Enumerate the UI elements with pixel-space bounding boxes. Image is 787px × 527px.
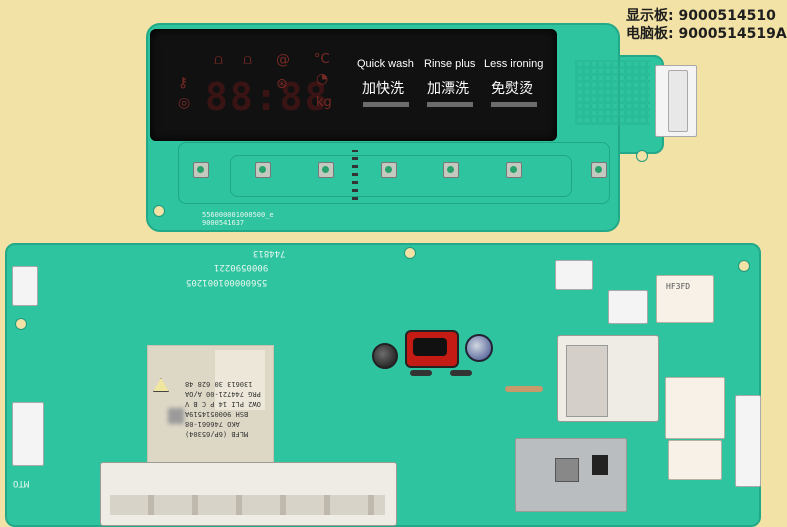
blurred-barcode: [168, 408, 184, 424]
label-white-area: [215, 350, 265, 410]
bottom-main-connector: [100, 462, 397, 526]
relay-bottom: [668, 440, 722, 480]
tact-switch: [443, 162, 459, 178]
mount-hole: [153, 205, 165, 217]
option-quick-wash-indicator: [363, 102, 409, 107]
time-icon: ◔: [316, 71, 329, 87]
tact-switch: [591, 162, 607, 178]
mount-hole: [636, 150, 648, 162]
label-line: BSH 9000514519A: [185, 410, 249, 418]
capacitor-blue: [465, 334, 493, 362]
option-less-ironing-cn: 免熨烫: [491, 81, 533, 97]
display-silk-pattern: [575, 60, 650, 125]
option-quick-wash-cn: 加快洗: [362, 81, 404, 97]
key-icon: ⚷: [178, 75, 189, 91]
display-connector-pins: [668, 70, 688, 132]
tact-switch: [193, 162, 209, 178]
display-trace: [178, 142, 610, 204]
transistor: [592, 455, 608, 475]
label-line: MLFB (6P/65304): [185, 430, 249, 438]
relay-top: [656, 275, 714, 323]
mto-label: MTO: [13, 478, 30, 488]
kg-unit: kg: [316, 95, 332, 110]
relay-text: HF3FD: [666, 282, 691, 291]
option-rinse-plus-indicator: [427, 102, 473, 107]
inductor-core: [413, 338, 447, 356]
smd-components: [352, 150, 358, 200]
mount-hole: [15, 318, 27, 330]
option-quick-wash-en: Quick wash: [357, 58, 414, 70]
tact-switch: [381, 162, 397, 178]
option-less-ironing-en: Less ironing: [484, 58, 544, 70]
celsius-unit: °C: [314, 52, 330, 67]
option-rinse-plus-en: Rinse plus: [424, 58, 476, 70]
temperature-icon: ⩍: [214, 52, 224, 68]
eco-icon: ⊛: [276, 76, 288, 92]
label-line: PRG 744721-00 A/OA: [185, 390, 261, 398]
main-board-model: 电脑板: 9000514519A: [626, 26, 787, 42]
label-line: OW2 PLI 14 P C B V: [185, 400, 261, 408]
display-trace: [230, 155, 572, 197]
tact-switch: [318, 162, 334, 178]
display-silk-code-2: 9000541637: [202, 219, 245, 227]
capacitor-black: [372, 343, 398, 369]
power-module-socket: [566, 345, 608, 417]
relay-middle: [665, 377, 725, 439]
door-lock-icon: ◎: [178, 95, 191, 111]
label-line: 130613 30 628 48: [185, 380, 253, 388]
option-rinse-plus-cn: 加漂洗: [427, 81, 469, 97]
triac: [555, 458, 579, 482]
right-connector-a: [555, 260, 593, 290]
right-connector-b: [608, 290, 648, 324]
lcd-digits: 88:88: [205, 75, 330, 119]
tact-switch: [255, 162, 271, 178]
left-connector-bottom: [12, 402, 44, 466]
display-board-model: 显示板: 9000514510: [626, 8, 776, 24]
mount-hole: [738, 260, 750, 272]
label-line: AKO 746661-08: [185, 420, 240, 428]
main-silk-code-2: 9000590221: [214, 262, 269, 272]
bottom-connector-slots: [110, 495, 385, 515]
mount-hole: [404, 247, 416, 259]
left-connector-top: [12, 266, 38, 306]
option-less-ironing-indicator: [491, 102, 537, 107]
spin-icon: @: [276, 52, 290, 68]
resistor: [505, 386, 543, 392]
right-connector-c: [735, 395, 761, 487]
display-silk-code-1: 556000001000500_e: [202, 211, 274, 219]
wash-icon: ⩍: [243, 52, 253, 68]
main-silk-code-3: 556000001001205: [186, 277, 268, 287]
lcd-panel: [150, 29, 557, 141]
main-silk-code-1: 744813: [253, 248, 286, 258]
diode: [410, 370, 432, 376]
diode: [450, 370, 472, 376]
tact-switch: [506, 162, 522, 178]
